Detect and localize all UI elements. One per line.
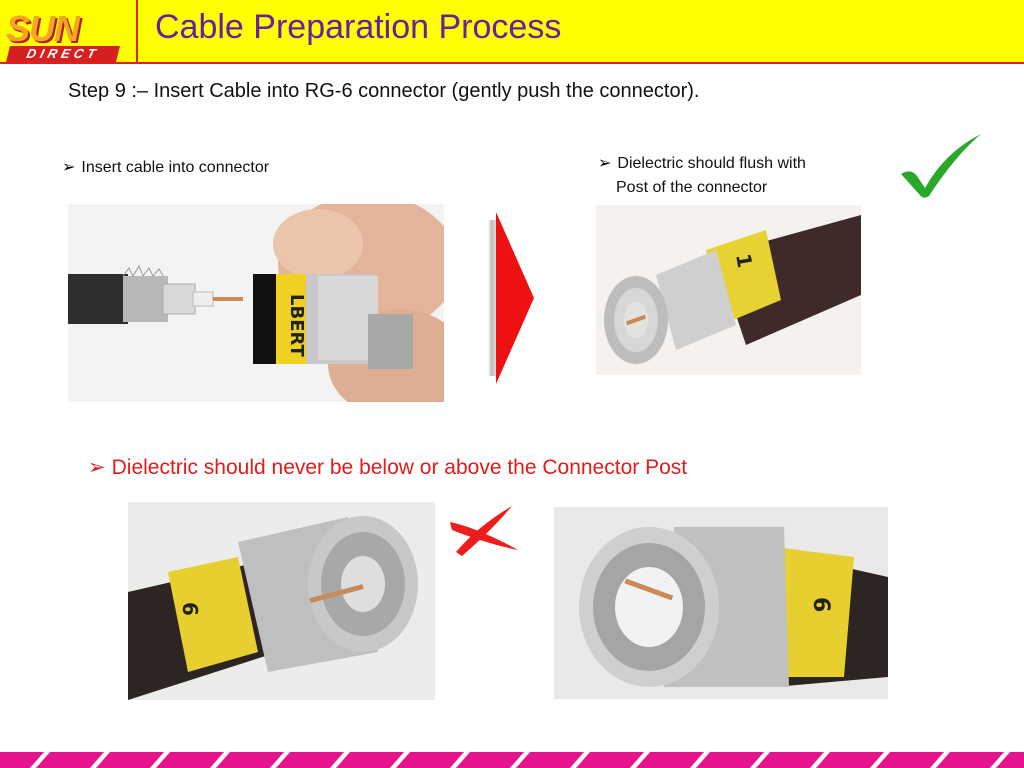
photo-dielectric-above: 6 (554, 507, 888, 699)
header-divider (136, 0, 138, 64)
connector-label: 6 (178, 602, 202, 616)
checkmark-icon (901, 134, 981, 198)
connector-label: 6 (808, 597, 833, 612)
footer-stripe-bar (0, 752, 1024, 768)
arrow-bullet-icon: ➢ (88, 456, 106, 479)
header-bar (0, 0, 1024, 64)
arrow-bullet-icon: ➢ (62, 159, 76, 176)
page-title: Cable Preparation Process (155, 8, 562, 46)
logo-direct-text: DIRECT (6, 46, 120, 62)
step-instruction: Step 9 :– Insert Cable into RG-6 connect… (68, 80, 700, 102)
bullet-dielectric-flush: ➢ Dielectric should flush with Post of th… (598, 152, 806, 200)
connector-label: 1 (731, 252, 757, 270)
bullet-flush-line1: Dielectric should flush with (617, 155, 806, 172)
cross-icon (450, 506, 518, 556)
bullet-flush-line2: Post of the connector (616, 179, 768, 196)
connector-label: LBERT (286, 294, 307, 358)
arrow-bullet-icon: ➢ (598, 155, 612, 172)
bullet-insert-cable: ➢ Insert cable into connector (62, 157, 269, 177)
logo-sun-text: SUN (6, 8, 80, 49)
bullet-dielectric-never: ➢Dielectric should never be below or abo… (88, 455, 687, 480)
bullet-never-text: Dielectric should never be below or abov… (111, 456, 688, 479)
photo-insert-cable: LBERT (68, 204, 444, 402)
sun-direct-logo: SUN DIRECT (2, 8, 130, 64)
bullet-insert-text: Insert cable into connector (81, 159, 270, 176)
photo-dielectric-below: 6 (128, 502, 435, 700)
red-arrow-right-icon (488, 212, 534, 384)
photo-dielectric-flush: 1 (596, 205, 861, 375)
